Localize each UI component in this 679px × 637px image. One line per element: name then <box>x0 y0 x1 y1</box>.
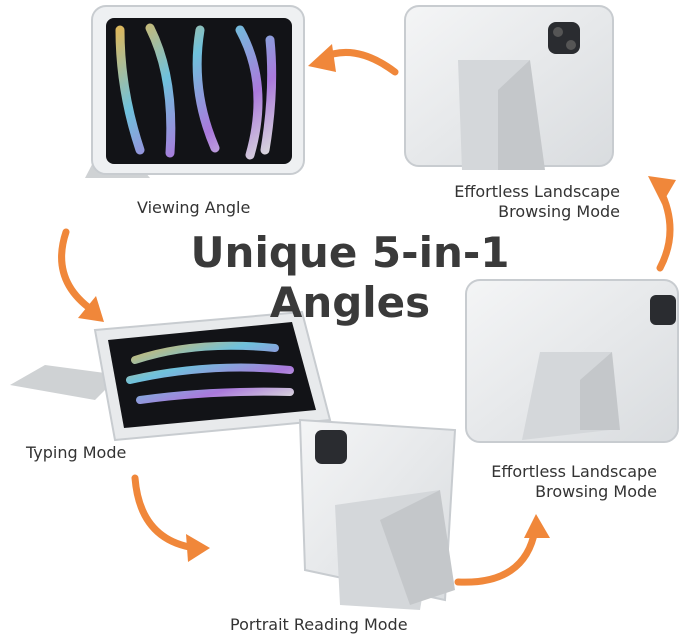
arrow-head-1 <box>308 44 336 72</box>
typing-mode-device <box>10 310 332 442</box>
landscape-browsing-label-2-line-2: Browsing Mode <box>535 482 657 501</box>
landscape-browsing-label-1: Effortless Landscape Browsing Mode <box>445 182 620 222</box>
landscape-browsing-device-2 <box>465 279 679 443</box>
arrow-head-3 <box>78 296 104 322</box>
landscape-browsing-label-2-line-1: Effortless Landscape <box>491 462 657 481</box>
typing-mode-label: Typing Mode <box>26 443 127 462</box>
headline-line-1: Unique 5-in-1 <box>190 228 510 277</box>
landscape-browsing-label-1-line-2: Browsing Mode <box>498 202 620 221</box>
landscape-browsing-label-1-line-1: Effortless Landscape <box>454 182 620 201</box>
headline-line-2: Angles <box>269 278 431 327</box>
arrow-head-2 <box>648 176 676 204</box>
viewing-angle-label: Viewing Angle <box>137 198 251 217</box>
viewing-angle-device <box>85 5 305 178</box>
arrow-head-5 <box>524 514 550 538</box>
cycle-arrows <box>58 44 676 586</box>
portrait-reading-label: Portrait Reading Mode <box>230 615 408 634</box>
headline: Unique 5-in-1 Angles <box>180 228 520 328</box>
arrow-head-4 <box>186 534 210 562</box>
portrait-reading-device <box>298 418 457 610</box>
landscape-browsing-label-2: Effortless Landscape Browsing Mode <box>482 462 657 502</box>
landscape-browsing-device-1 <box>404 5 614 170</box>
